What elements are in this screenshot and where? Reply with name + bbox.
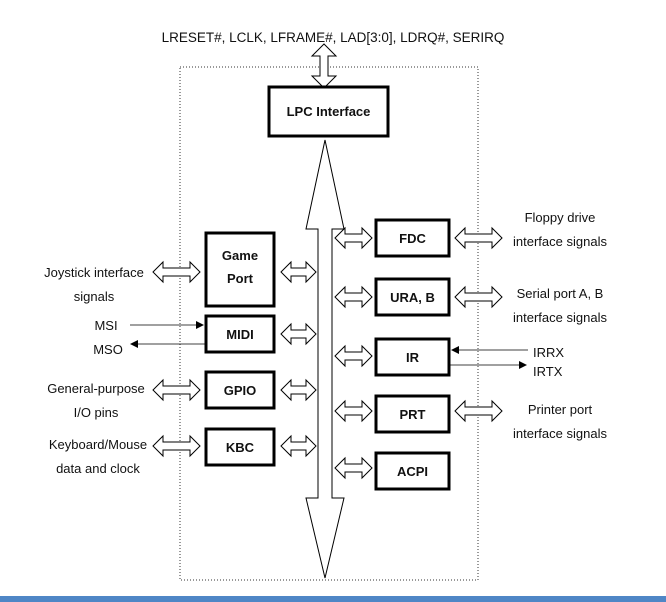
ura-double-arrow <box>454 285 503 309</box>
prt-signal-line2: interface signals <box>513 426 607 441</box>
kbc-label: KBC <box>226 440 255 455</box>
lpc-interface-block <box>267 85 390 138</box>
ura-block <box>374 277 451 317</box>
acpi-label: ACPI <box>397 464 428 479</box>
ura-signal-line2: interface signals <box>513 310 607 325</box>
mso-signal: MSO <box>93 342 123 357</box>
irrx-signal: IRRX <box>533 345 564 360</box>
prt-signal-line1: Printer port <box>528 402 593 417</box>
prt-double-arrow <box>454 399 503 423</box>
fdc-double-arrow <box>454 226 503 250</box>
kbc-signal-line2: data and clock <box>56 461 140 476</box>
ir-label: IR <box>406 350 420 365</box>
acpi-block <box>374 451 451 491</box>
joystick-double-arrow <box>152 260 201 284</box>
prt-label: PRT <box>400 407 426 422</box>
gpio-bus-arrow <box>280 378 317 402</box>
lpc-bus-arrow <box>310 43 338 89</box>
ir-block <box>374 337 451 377</box>
irtx-signal: IRTX <box>533 364 563 379</box>
joystick-signal-line1: Joystick interface <box>44 265 144 280</box>
prt-block <box>374 394 451 434</box>
gpio-double-arrow <box>152 378 201 402</box>
kbc-signal-line1: Keyboard/Mouse <box>49 437 147 452</box>
prt-bus-arrow <box>334 399 373 423</box>
fdc-label: FDC <box>399 231 426 246</box>
ura-label: URA, B <box>390 290 435 305</box>
joystick-signal-line2: signals <box>74 289 115 304</box>
fdc-block <box>374 218 451 258</box>
ura-bus-arrow <box>334 285 373 309</box>
lpc-interface-label: LPC Interface <box>287 104 371 119</box>
chip-boundary <box>179 66 479 581</box>
gpio-label: GPIO <box>224 383 257 398</box>
game-port-bus-arrow <box>280 260 317 284</box>
gpio-signal-line2: I/O pins <box>74 405 119 420</box>
acpi-bus-arrow <box>334 456 373 480</box>
kbc-bus-arrow <box>280 434 317 458</box>
msi-signal: MSI <box>94 318 117 333</box>
internal-bus <box>305 139 345 579</box>
game-port-label-line1: Game <box>222 248 258 263</box>
game-port-label-line2: Port <box>227 271 254 286</box>
gpio-block <box>204 370 276 410</box>
fdc-signal-line2: interface signals <box>513 234 607 249</box>
kbc-double-arrow <box>152 434 201 458</box>
fdc-signal-line1: Floppy drive <box>525 210 596 225</box>
fdc-bus-arrow <box>334 226 373 250</box>
midi-block <box>204 314 276 354</box>
lpc-bus-signals: LRESET#, LCLK, LFRAME#, LAD[3:0], LDRQ#,… <box>162 30 505 45</box>
midi-label: MIDI <box>226 327 253 342</box>
kbc-block <box>204 427 276 467</box>
midi-bus-arrow <box>280 322 317 346</box>
ir-bus-arrow <box>334 344 373 368</box>
game-port-block <box>204 231 276 308</box>
bottom-color-bar <box>0 596 666 602</box>
gpio-signal-line1: General-purpose <box>47 381 145 396</box>
ura-signal-line1: Serial port A, B <box>517 286 604 301</box>
